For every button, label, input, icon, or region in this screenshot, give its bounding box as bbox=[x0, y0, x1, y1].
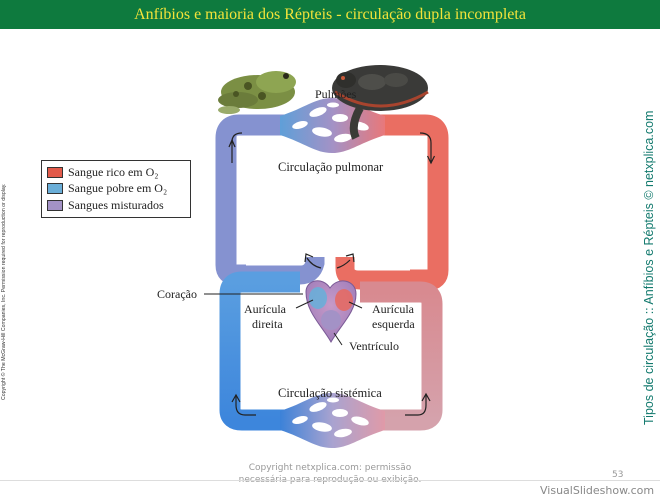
title-bar: Anfíbios e maioria dos Répteis - circula… bbox=[0, 0, 660, 29]
legend-item-oxygen-poor: Sangue pobre em O₂ bbox=[47, 181, 185, 198]
leader-lines bbox=[204, 293, 363, 346]
ventricle-label: Ventrículo bbox=[349, 339, 399, 353]
systemic-capillary-bed bbox=[280, 393, 385, 448]
left-atrium-label-2: esquerda bbox=[372, 317, 415, 331]
legend-item-mixed: Sangues misturados bbox=[47, 197, 185, 214]
systemic-loop bbox=[219, 271, 443, 448]
pulmonary-loop bbox=[215, 98, 449, 291]
pulmonary-down-arrow bbox=[419, 132, 432, 163]
legend-swatch bbox=[47, 183, 63, 195]
legend-label: Sangue rico em O₂ bbox=[68, 164, 159, 179]
legend-item-oxygen-rich: Sangue rico em O₂ bbox=[47, 164, 185, 181]
diagram-labels: Pulmões Circulação pulmonar Coração Aurí… bbox=[157, 87, 415, 400]
footer-line-1: Copyright netxplica.com: permissão bbox=[248, 463, 412, 473]
heart-vessels bbox=[246, 253, 410, 290]
pulmonary-up-arrow bbox=[231, 132, 243, 163]
legend-label: Sangues misturados bbox=[68, 197, 164, 212]
systemic-left-vessel bbox=[219, 271, 300, 431]
watermark: VisualSlideshow.com bbox=[540, 484, 655, 497]
divider bbox=[0, 480, 660, 481]
systemic-right-vessel bbox=[360, 281, 443, 431]
left-atrium bbox=[335, 289, 353, 311]
systemic-left-arrow bbox=[235, 395, 256, 416]
heart-label: Coração bbox=[157, 287, 197, 301]
systemic-label: Circulação sistémica bbox=[278, 386, 382, 400]
legend-label: Sangue pobre em O₂ bbox=[68, 181, 168, 196]
systemic-capillary-holes bbox=[292, 397, 369, 438]
heart bbox=[305, 280, 357, 344]
page-number: 53 bbox=[612, 470, 624, 480]
right-atrium-label-1: Aurícula bbox=[244, 302, 287, 316]
legend-swatch bbox=[47, 199, 63, 211]
right-atrium-label-2: direita bbox=[252, 317, 283, 331]
pulmonary-label: Circulação pulmonar bbox=[278, 160, 384, 174]
frog-illustration bbox=[218, 71, 296, 114]
legend-swatch bbox=[47, 166, 63, 178]
turtle-illustration bbox=[332, 65, 429, 140]
right-atrium bbox=[309, 287, 327, 309]
footer-copyright: Copyright netxplica.com: permissão neces… bbox=[210, 462, 450, 486]
slide-title: Anfíbios e maioria dos Répteis - circula… bbox=[134, 5, 526, 23]
pulmonary-right-vessel bbox=[375, 114, 449, 291]
systemic-right-arrow bbox=[405, 394, 427, 416]
left-atrium-label-1: Aurícula bbox=[372, 302, 415, 316]
lungs-label: Pulmões bbox=[315, 87, 357, 101]
legend: Sangue rico em O₂ Sangue pobre em O₂ San… bbox=[41, 160, 191, 218]
ventricle bbox=[321, 310, 341, 330]
pulmonary-left-vessel bbox=[215, 114, 288, 286]
lung-capillary-holes bbox=[292, 102, 369, 143]
